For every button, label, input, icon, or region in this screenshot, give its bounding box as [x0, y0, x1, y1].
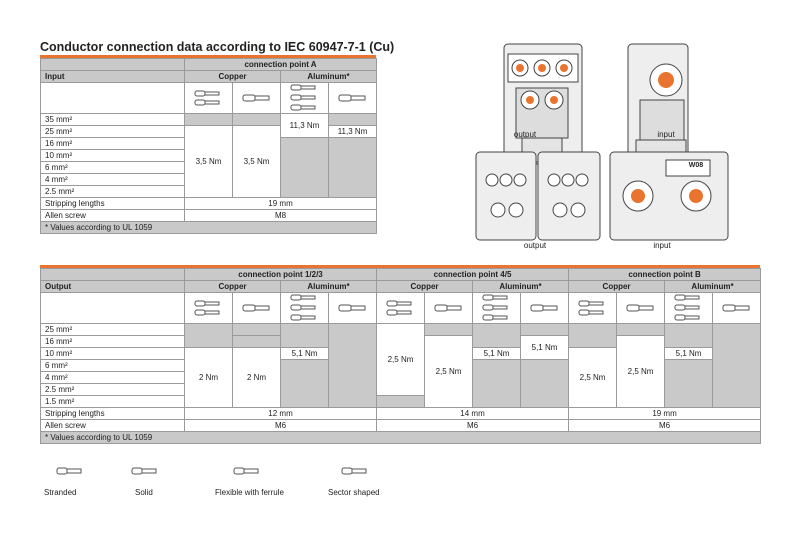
caption-input-1: input [657, 130, 675, 139]
sector-conductor-icon [327, 292, 378, 324]
table-a-accent-line [40, 55, 376, 58]
table-a-group-label: connection point A [183, 58, 378, 71]
table-b: connection point 1/2/3 connection point … [39, 268, 762, 444]
table-b-aluminum-header: Aluminum* [472, 280, 570, 293]
table-b-g3-torque-cu: 2,5 Nm [616, 335, 666, 408]
table-b-g1-torque-cu: 2 Nm [184, 347, 233, 408]
table-b-g3-torque-al: 5,1 Nm [664, 347, 714, 360]
caption-output-1: output [513, 130, 537, 139]
table-b-row: 10 mm² [40, 347, 185, 360]
table-a-stripping-label: Stripping lengths [40, 197, 185, 210]
table-a-allen-value: M8 [183, 209, 378, 222]
table-a-torque-cu: 3,5 Nm [232, 125, 281, 198]
table-b-group-2: connection point 4/5 [376, 268, 570, 281]
table-b-group-3: connection point B [568, 268, 762, 281]
table-b-allen-2: M6 [376, 419, 570, 432]
stranded-conductor-icon [376, 292, 426, 324]
caption-output-2: output [523, 241, 547, 250]
table-b-copper-header: Copper [376, 280, 474, 293]
table-b-stripping-label: Stripping lengths [40, 407, 185, 420]
table-b-group-1: connection point 1/2/3 [183, 268, 378, 281]
sector-conductor-icon [712, 292, 762, 324]
table-a-footnote: * Values according to UL 1059 [39, 221, 378, 234]
terminal-block-drawings [475, 43, 729, 241]
table-b-aluminum-header: Aluminum* [664, 280, 762, 293]
legend-solid: Solid [135, 488, 153, 497]
table-b-g1-torque-cu: 2 Nm [232, 347, 281, 408]
ferrule-conductor-icon [664, 292, 714, 324]
stranded-conductor-icon [184, 82, 233, 114]
stranded-conductor-icon [568, 292, 618, 324]
legend-flexible-with-ferrule: Flexible with ferrule [215, 488, 284, 497]
table-b-row-header: Output [40, 280, 185, 293]
table-a-row: 4 mm² [40, 173, 185, 186]
table-a-allen-label: Allen screw [40, 209, 185, 222]
table-b-row: 1.5 mm² [40, 395, 185, 408]
solid-legend-icon [131, 467, 157, 475]
legend-sector-shaped: Sector shaped [328, 488, 380, 497]
ferrule-conductor-icon [472, 292, 522, 324]
sector-legend-icon [341, 467, 367, 475]
input-terminal-drawing-1 [627, 43, 689, 165]
table-b-allen-3: M6 [568, 419, 762, 432]
table-b-allen-label: Allen screw [40, 419, 185, 432]
solid-conductor-icon [232, 82, 281, 114]
solid-conductor-icon [232, 292, 281, 324]
table-b-row: 4 mm² [40, 371, 185, 384]
table-a-row: 25 mm² [40, 125, 185, 138]
table-b-accent-line [40, 265, 760, 268]
table-b-footnote: * Values according to UL 1059 [39, 431, 762, 444]
solid-conductor-icon [616, 292, 666, 324]
table-b-stripping-3: 19 mm [568, 407, 762, 420]
output-terminal-drawing-2 [475, 151, 601, 241]
table-a-row: 2.5 mm² [40, 185, 185, 198]
table-a-torque-al: 11,3 Nm [280, 113, 329, 138]
table-a-aluminum-header: Aluminum* [279, 70, 378, 83]
stranded-legend-icon [56, 467, 82, 475]
input-terminal-drawing-2 [609, 151, 729, 241]
table-b-g2-torque-cu: 2,5 Nm [376, 323, 426, 396]
sector-conductor-icon [327, 82, 378, 114]
table-b-row: 6 mm² [40, 359, 185, 372]
table-b-copper-header: Copper [184, 280, 281, 293]
stranded-conductor-icon [184, 292, 233, 324]
table-a-row: 16 mm² [40, 137, 185, 150]
table-b-row: 25 mm² [40, 323, 185, 336]
sector-conductor-icon [520, 292, 570, 324]
table-a: connection point A Input Copper Aluminum… [39, 58, 378, 234]
ferrule-conductor-icon [280, 82, 329, 114]
table-b-g2-torque-cu: 2,5 Nm [424, 335, 474, 408]
ferrule-conductor-icon [280, 292, 329, 324]
table-b-g3-torque-cu: 2,5 Nm [568, 347, 618, 408]
table-b-g2-torque-al: 5,1 Nm [472, 347, 522, 360]
table-a-row: 6 mm² [40, 161, 185, 174]
table-b-row: 2.5 mm² [40, 383, 185, 396]
table-a-row: 35 mm² [40, 113, 185, 126]
page-title: Conductor connection data according to I… [40, 40, 395, 54]
ferrule-legend-icon [233, 467, 259, 475]
table-a-row: 10 mm² [40, 149, 185, 162]
table-b-copper-header: Copper [568, 280, 666, 293]
table-b-g1-torque-al: 5,1 Nm [280, 347, 329, 360]
output-terminal-drawing-1 [503, 43, 583, 165]
table-b-row: 16 mm² [40, 335, 185, 348]
table-b-stripping-2: 14 mm [376, 407, 570, 420]
table-a-torque-cu: 3,5 Nm [184, 125, 233, 198]
solid-conductor-icon [424, 292, 474, 324]
table-b-stripping-1: 12 mm [183, 407, 378, 420]
table-b-g2-torque-al: 5,1 Nm [520, 335, 570, 360]
table-a-stripping-value: 19 mm [183, 197, 378, 210]
label-w08: W08 [688, 162, 704, 169]
table-a-copper-header: Copper [184, 70, 281, 83]
table-b-allen-1: M6 [183, 419, 378, 432]
table-a-torque-al: 11,3 Nm [327, 125, 378, 138]
table-a-row-header: Input [40, 70, 185, 83]
caption-input-2: input [653, 241, 671, 250]
legend-stranded: Stranded [44, 488, 77, 497]
table-b-aluminum-header: Aluminum* [279, 280, 378, 293]
